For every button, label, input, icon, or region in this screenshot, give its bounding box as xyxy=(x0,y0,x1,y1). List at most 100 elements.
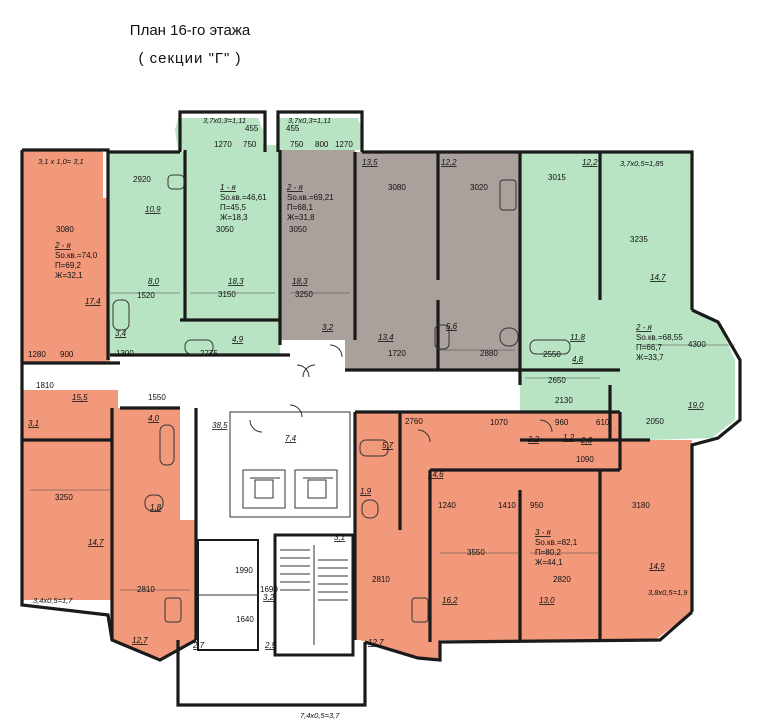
balcony-label-5: 3,4х0,5=1,7 xyxy=(33,596,73,605)
room-area: 3,1 xyxy=(334,533,345,542)
room-area: 13,4 xyxy=(378,333,394,342)
svg-text:950: 950 xyxy=(530,501,544,510)
room-area: 2,3 xyxy=(580,436,593,445)
svg-text:1300: 1300 xyxy=(116,349,134,358)
room-area: 4,9 xyxy=(232,335,244,344)
svg-text:3250: 3250 xyxy=(295,290,313,299)
apartment-3room-zone xyxy=(355,412,692,660)
apt2-type: 2 - я xyxy=(286,183,304,192)
svg-text:4300: 4300 xyxy=(688,340,706,349)
svg-text:3050: 3050 xyxy=(289,225,307,234)
apartment-1room-zone xyxy=(108,145,280,355)
svg-text:2760: 2760 xyxy=(405,417,423,426)
room-area: 13,5 xyxy=(362,158,378,167)
svg-text:455: 455 xyxy=(245,124,259,133)
room-area: 38,5 xyxy=(212,421,228,430)
svg-text:2880: 2880 xyxy=(480,349,498,358)
plan-title: План 16-го этажа xyxy=(129,22,251,39)
svg-text:750: 750 xyxy=(290,140,304,149)
svg-text:750: 750 xyxy=(243,140,257,149)
plan-subtitle: ( секции "Г" ) xyxy=(138,50,242,67)
room-area: 14,7 xyxy=(650,273,666,282)
apt2-so: Sо.кв.=69,21 xyxy=(287,193,334,202)
svg-text:2550: 2550 xyxy=(543,350,561,359)
room-area: 19,0 xyxy=(688,401,704,410)
svg-text:455: 455 xyxy=(286,124,300,133)
svg-text:2650: 2650 xyxy=(548,376,566,385)
apt5-type: 3 - я xyxy=(535,528,552,537)
svg-text:3080: 3080 xyxy=(388,183,406,192)
room-area: 13,0 xyxy=(539,596,555,605)
fixtures xyxy=(112,174,571,623)
inner-walls xyxy=(22,150,650,642)
dimension-lines xyxy=(30,292,735,591)
room-areas: 10,9 18,3 18,3 8,0 3,4 4,9 3,2 13,4 5,6 … xyxy=(28,158,704,650)
room-area: 12,7 xyxy=(132,636,148,645)
svg-text:900: 900 xyxy=(60,350,74,359)
balcony-label-7: 7,4х0,5=3,7 xyxy=(300,711,340,720)
svg-text:3550: 3550 xyxy=(467,548,485,557)
apt1-so: Sо.кв.=46,61 xyxy=(220,193,267,202)
apt3-zh: Ж=32,1 xyxy=(55,271,83,280)
outer-walls xyxy=(20,110,742,707)
svg-text:3150: 3150 xyxy=(218,290,236,299)
apt3-so: Sо.кв.=74,0 xyxy=(55,251,98,260)
dimension-values: 2920 3050 3150 1520 1300 2775 3050 3250 … xyxy=(28,124,706,624)
balcony-2 xyxy=(175,118,263,150)
apt2-p: П=68,1 xyxy=(287,203,314,212)
svg-text:1520: 1520 xyxy=(137,291,155,300)
apartment-gray-zone xyxy=(280,145,520,370)
svg-text:2050: 2050 xyxy=(646,417,664,426)
svg-text:1720: 1720 xyxy=(388,349,406,358)
apt3-type: 2 - я xyxy=(54,241,72,250)
svg-text:1280: 1280 xyxy=(28,350,46,359)
room-area: 18,3 xyxy=(292,277,308,286)
svg-text:2130: 2130 xyxy=(555,396,573,405)
apt1-p: П=45,5 xyxy=(220,203,247,212)
room-area: 14,9 xyxy=(649,562,665,571)
balcony-3 xyxy=(278,118,362,150)
elevator-core xyxy=(229,411,351,518)
room-area: 8,0 xyxy=(148,277,160,286)
room-area: 14,6 xyxy=(428,470,444,479)
room-area: 10,9 xyxy=(145,205,161,214)
apt2-zh: Ж=31,8 xyxy=(287,213,315,222)
room-area: 5,6 xyxy=(446,322,458,331)
room-area: 2,5 xyxy=(264,641,277,650)
svg-text:1240: 1240 xyxy=(438,501,456,510)
room-area: 4,0 xyxy=(148,414,160,423)
svg-text:2775: 2775 xyxy=(200,349,218,358)
svg-text:3020: 3020 xyxy=(470,183,488,192)
apt5-p: П=80,2 xyxy=(535,548,562,557)
svg-text:800: 800 xyxy=(315,140,329,149)
room-area: 3,2 xyxy=(322,323,334,332)
room-area: 5,7 xyxy=(382,441,394,450)
room-area: 14,7 xyxy=(88,538,104,547)
svg-text:3015: 3015 xyxy=(548,173,566,182)
svg-text:610: 610 xyxy=(596,418,610,427)
stairwell xyxy=(197,533,355,657)
svg-text:2810: 2810 xyxy=(372,575,390,584)
room-area: 7,4 xyxy=(285,434,297,443)
room-area: 17,4 xyxy=(85,297,101,306)
svg-text:2810: 2810 xyxy=(137,585,155,594)
room-area: 2,2 xyxy=(527,435,540,444)
svg-text:1410: 1410 xyxy=(498,501,516,510)
room-area: 18,3 xyxy=(228,277,244,286)
svg-text:1270: 1270 xyxy=(214,140,232,149)
room-area: 3,4 xyxy=(115,329,127,338)
room-area: 3,2 xyxy=(263,593,275,602)
balcony-1 xyxy=(22,150,102,192)
apt4-type: 2 - я xyxy=(635,323,653,332)
apt4-so: Sо.кв.=68,55 xyxy=(636,333,683,342)
room-area: 1,9 xyxy=(360,487,372,496)
apt4-zh: Ж=33,7 xyxy=(636,353,664,362)
svg-text:960: 960 xyxy=(555,418,569,427)
svg-text:1990: 1990 xyxy=(235,566,253,575)
apartment-left-bottom-zone xyxy=(112,408,196,658)
svg-text:1690: 1690 xyxy=(260,585,278,594)
doors xyxy=(249,344,553,443)
room-area: 3,1 xyxy=(28,419,39,428)
svg-text:1810: 1810 xyxy=(36,381,54,390)
